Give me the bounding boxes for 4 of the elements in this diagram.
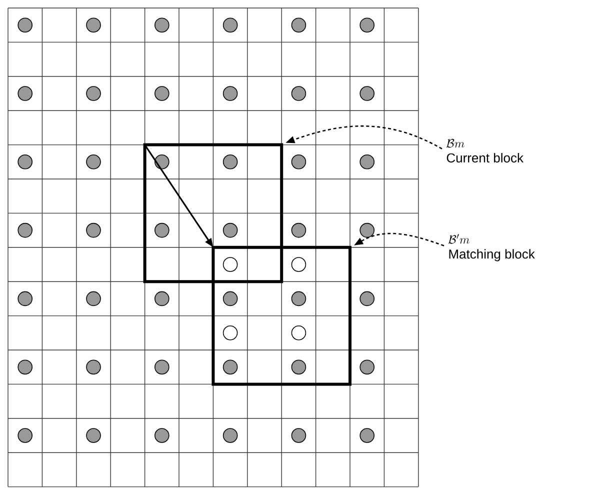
block-outline (143, 143, 284, 284)
block-label: $\mathcal{B}m$ Current block (446, 138, 524, 163)
block-outline (212, 246, 352, 386)
block-label: $\mathcal{B}'m$ Matching block (448, 234, 535, 262)
